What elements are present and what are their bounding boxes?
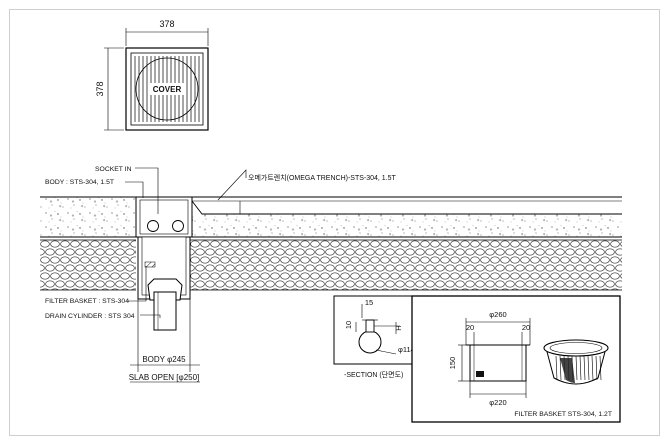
basket-slot bbox=[555, 355, 558, 381]
drain-body bbox=[135, 196, 193, 331]
basket-slot bbox=[595, 355, 598, 381]
filter-basket-label: FILTER BASKET : STS-304 bbox=[45, 298, 129, 305]
basket-caption: FILTER BASKET STS-304, 1.2T bbox=[514, 411, 612, 418]
trench-section bbox=[40, 196, 622, 291]
top-width-dim: 378 bbox=[159, 19, 174, 29]
basket-right-20: 20 bbox=[522, 323, 530, 332]
basket-slot bbox=[575, 355, 578, 381]
section-caption: -SECTION (단면도) bbox=[344, 370, 403, 379]
basket-detail: φ260 20 20 150 φ220 bbox=[411, 295, 621, 423]
callouts bbox=[125, 167, 247, 383]
sect-dim-15: 15 bbox=[365, 298, 373, 307]
basket-slot bbox=[591, 355, 594, 381]
basket-slot bbox=[587, 355, 590, 381]
drain-cylinder-label: DRAIN CYLINDER : STS 304 bbox=[45, 313, 135, 320]
body-dia-label: BODY φ245 bbox=[142, 355, 186, 364]
body-label: BODY : STS-304, 1.5T bbox=[45, 179, 114, 186]
basket-bottom-dia: φ220 bbox=[489, 398, 506, 407]
top-height-dim: 378 bbox=[95, 81, 105, 96]
grate-label: COVER bbox=[153, 85, 182, 94]
basket-slot bbox=[559, 355, 562, 381]
basket-slot bbox=[579, 355, 582, 381]
sect-dim-h: H bbox=[394, 325, 403, 330]
drain-cylinder bbox=[153, 291, 177, 331]
sect-dim-dia: φ114 bbox=[398, 345, 415, 354]
basket-height: 150 bbox=[448, 357, 457, 370]
omega-trench bbox=[191, 196, 622, 215]
top-view-grate: 378 378 COVER bbox=[95, 19, 209, 131]
socket-in-right bbox=[172, 220, 184, 232]
basket-top-dia: φ260 bbox=[489, 310, 506, 319]
socket-in-left bbox=[147, 220, 159, 232]
trench-label: 오메가트렌치(OMEGA TRENCH)-STS-304, 1.5T bbox=[248, 173, 397, 182]
basket-3d-illustration bbox=[543, 339, 609, 385]
basket-slot bbox=[599, 355, 602, 381]
sect-dim-10: 10 bbox=[344, 321, 353, 329]
basket-slot bbox=[583, 355, 586, 381]
slab-open-label: SLAB OPEN [φ250] bbox=[129, 373, 200, 382]
socket-in-label: SOCKET IN bbox=[95, 166, 132, 173]
basket-left-20: 20 bbox=[466, 323, 474, 332]
